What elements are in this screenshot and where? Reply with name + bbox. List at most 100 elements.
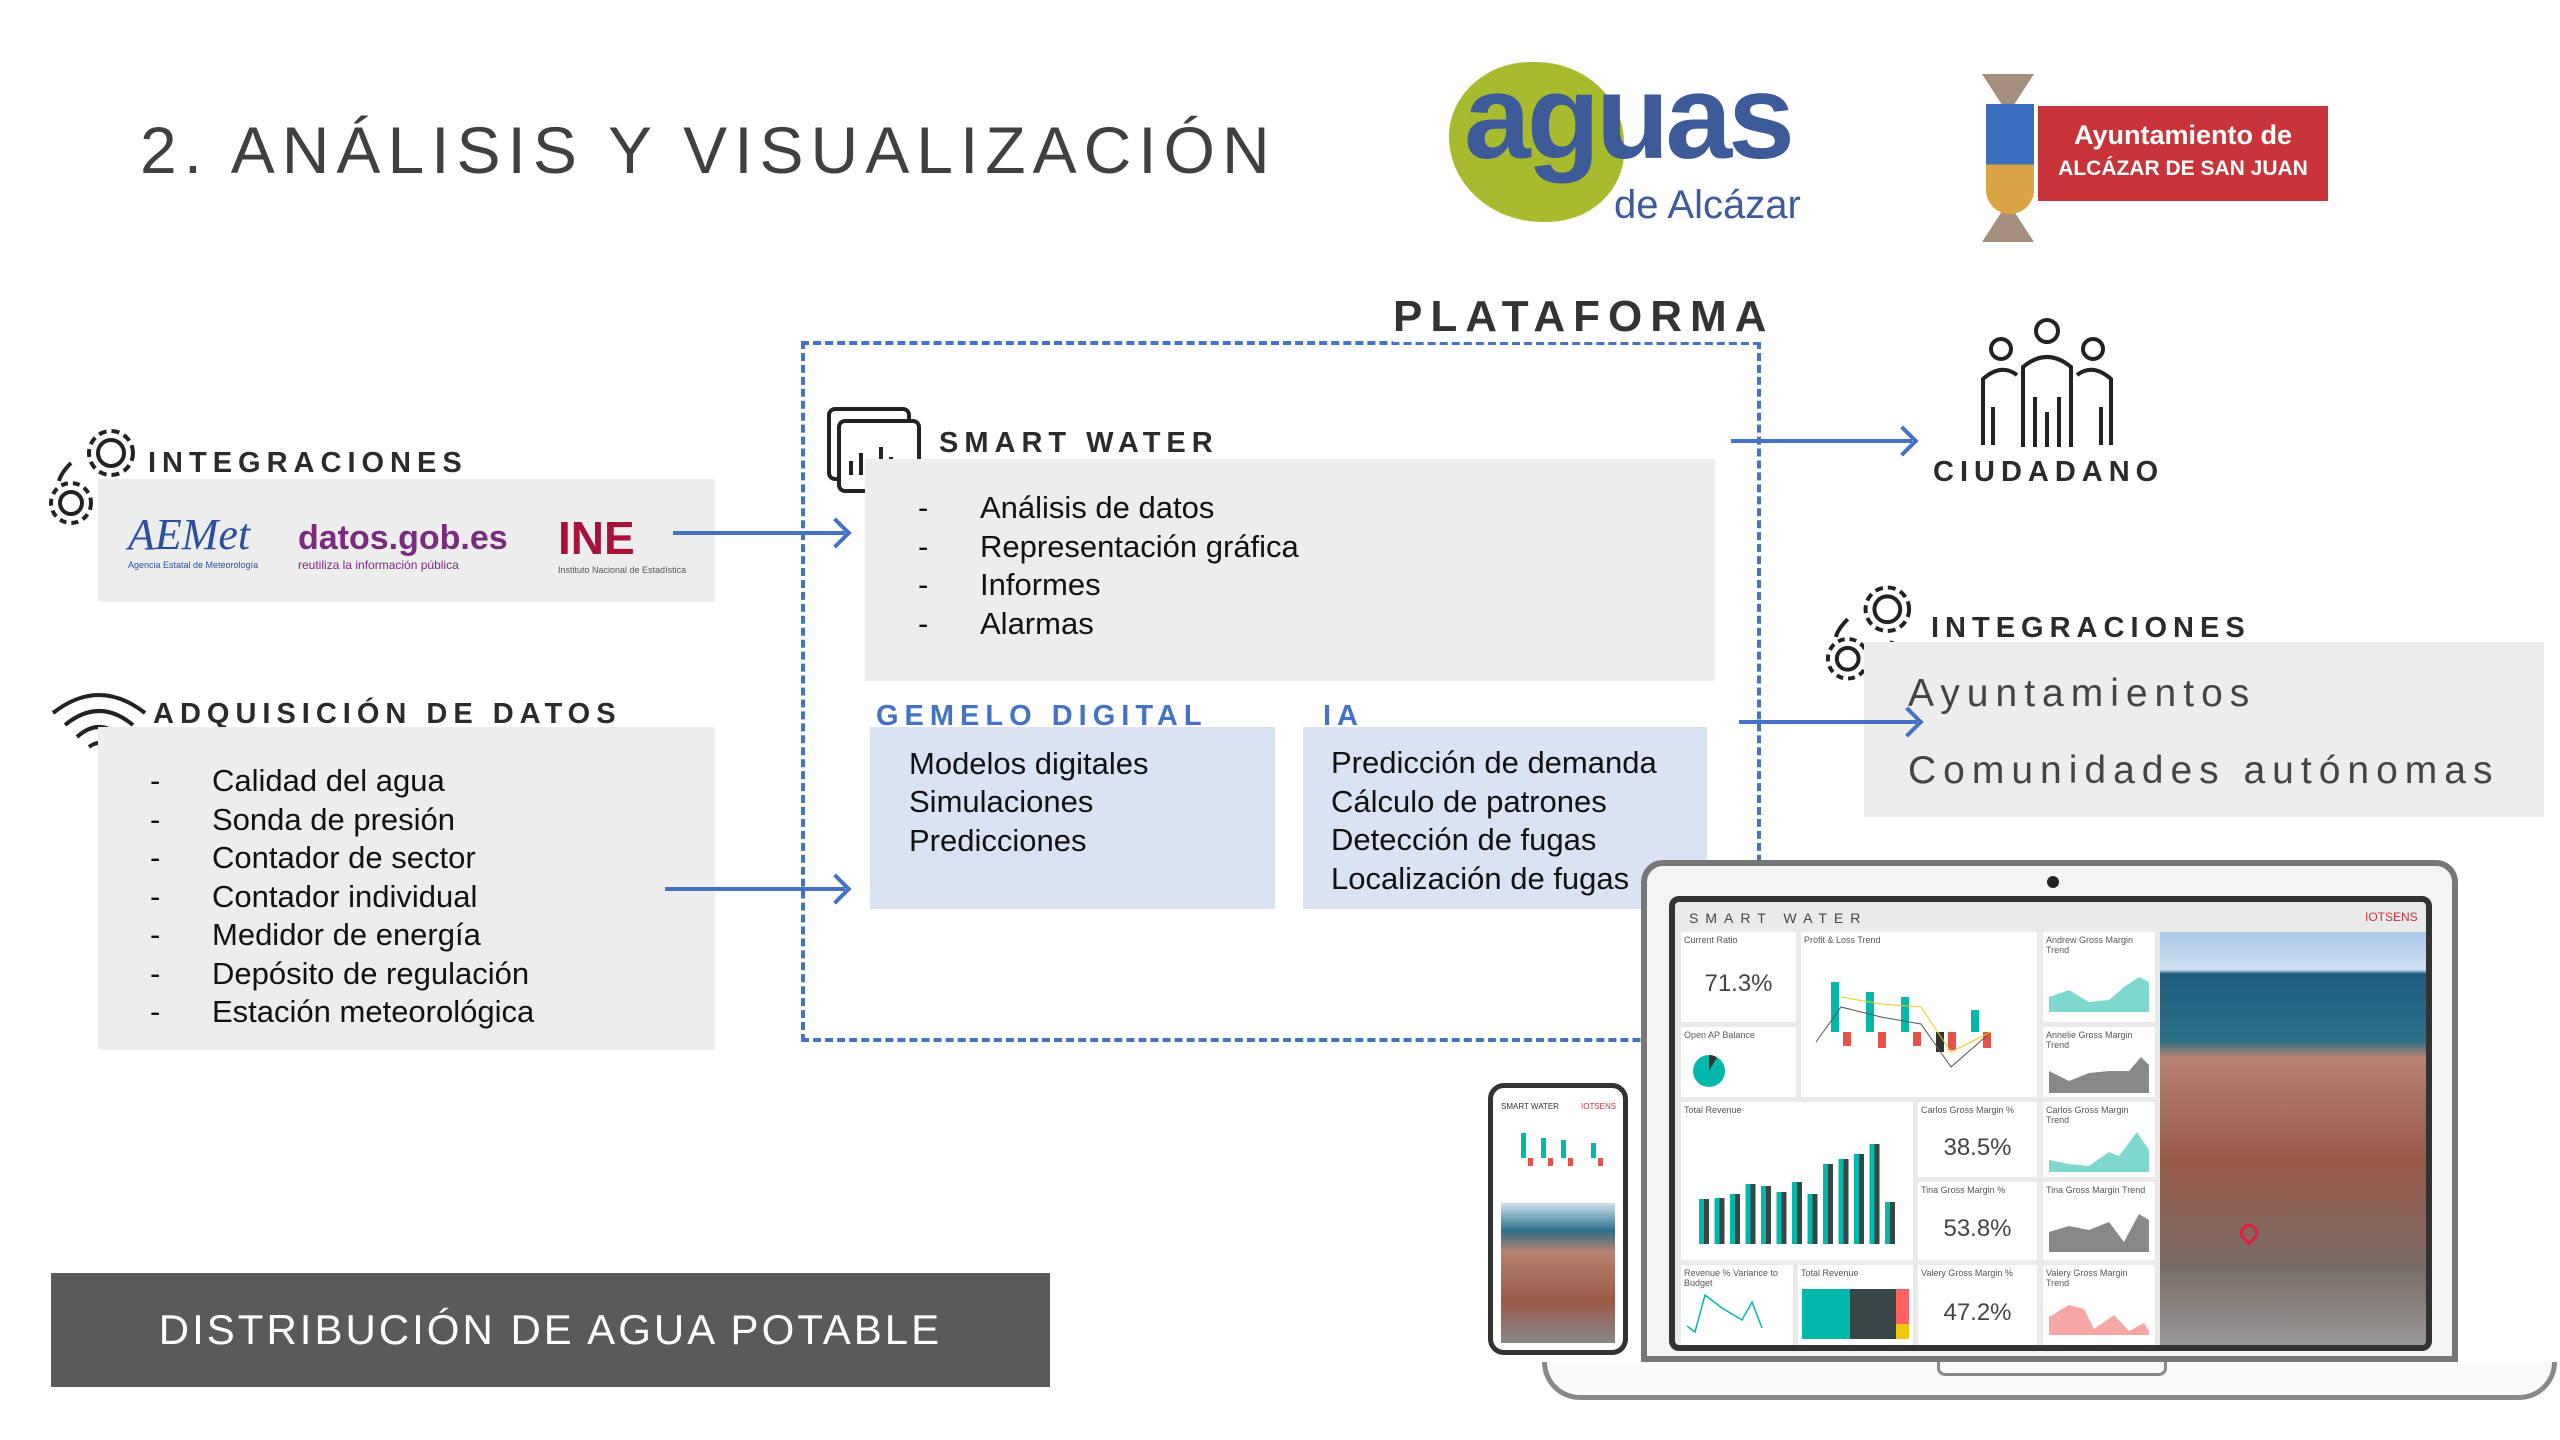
arrow-integraciones-to-platform <box>673 531 845 535</box>
datos-gob-logo: datos.gob.es reutiliza la información pú… <box>298 519 508 572</box>
revenue-bar <box>1807 1194 1813 1244</box>
integraciones-right-label: INTEGRACIONES <box>1931 612 2251 644</box>
phone-brand: IOTSENS <box>1581 1102 1617 1111</box>
list-item: Informes <box>980 567 1101 602</box>
integraciones-sources-panel: AEMet Agencia Estatal de Meteorología da… <box>98 479 715 602</box>
tile-valery-gm-trend[interactable]: Valery Gross Margin Trend <box>2043 1265 2155 1345</box>
list-item: Análisis de datos <box>980 490 1215 525</box>
revenue-bar <box>1797 1182 1802 1244</box>
revenue-chart <box>1699 1144 1895 1244</box>
list-item: Estación meteorológica <box>212 994 535 1029</box>
list-item: Depósito de regulación <box>212 956 530 991</box>
revenue-bar <box>1766 1186 1771 1244</box>
list-item: Predicción de demanda <box>1331 745 1657 780</box>
ayuntamiento-logo: Ayuntamiento de ALCÁZAR DE SAN JUAN <box>1944 74 2374 244</box>
list-item: Alarmas <box>980 606 1094 641</box>
distribucion-banner: DISTRIBUCIÓN DE AGUA POTABLE <box>51 1273 1050 1387</box>
map-pin-icon <box>2236 1220 2262 1246</box>
tile-open-ap-balance[interactable]: Open AP Balance <box>1681 1027 1796 1097</box>
list-item: Contador de sector <box>212 840 476 875</box>
tile-andrew-gm-trend[interactable]: Andrew Gross Margin Trend <box>2043 932 2155 1022</box>
dashboard-title: SMART WATER <box>1689 910 1868 926</box>
ia-label: IA <box>1323 700 1364 732</box>
gemelo-digital-panel <box>870 727 1275 909</box>
revenue-bar <box>1885 1202 1890 1244</box>
revenue-bar <box>1828 1164 1833 1244</box>
coat-of-arms-icon <box>1986 104 2034 214</box>
tile-total-revenue[interactable]: Total Revenue <box>1681 1102 1913 1260</box>
integraciones-right-panel <box>1864 642 2544 817</box>
revenue-bar <box>1843 1159 1849 1244</box>
arrow-adquisicion-to-platform <box>665 887 845 891</box>
list-item: Simulaciones <box>909 784 1094 819</box>
citizens-icon <box>1981 318 2113 447</box>
list-item: Medidor de energía <box>212 917 481 952</box>
revenue-bar <box>1776 1192 1782 1244</box>
tile-profit-loss-trend[interactable]: Profit & Loss Trend <box>1801 932 2037 1097</box>
plataforma-label: PLATAFORMA <box>1393 292 1775 342</box>
page-title: 2. ANÁLISIS Y VISUALIZACIÓN <box>140 113 1277 187</box>
revenue-bar <box>1761 1186 1766 1244</box>
revenue-bar <box>1704 1199 1709 1244</box>
revenue-bar <box>1854 1154 1859 1244</box>
list-item: Predicciones <box>909 823 1087 858</box>
arrow-platform-to-ciudadano <box>1731 439 1912 443</box>
list-item: Representación gráfica <box>980 529 1299 564</box>
revenue-bar <box>1890 1202 1895 1244</box>
revenue-bar <box>1869 1144 1875 1244</box>
list-item: Comunidades autónomas <box>1908 749 2500 792</box>
gemelo-digital-label: GEMELO DIGITAL <box>876 700 1208 732</box>
ia-panel <box>1303 727 1707 909</box>
adquisicion-panel <box>98 727 715 1050</box>
phone-mockup: SMART WATER IOTSENS <box>1488 1083 1628 1355</box>
laptop-base <box>1542 1362 2557 1400</box>
arrow-platform-to-integraciones <box>1739 720 1917 724</box>
aemet-logo: AEMet Agencia Estatal de Meteorología <box>128 510 259 570</box>
smart-water-label: SMART WATER <box>939 427 1219 459</box>
list-item: Detección de fugas <box>1331 822 1597 857</box>
tile-annelie-gm-trend[interactable]: Annelie Gross Margin Trend <box>2043 1027 2155 1097</box>
tile-total-revenue-region[interactable]: Total Revenue <box>1798 1265 1913 1345</box>
revenue-bar <box>1874 1144 1880 1244</box>
revenue-bar <box>1719 1198 1725 1244</box>
revenue-bar <box>1823 1164 1828 1244</box>
profit-loss-chart <box>1815 982 1992 1068</box>
phone-chart <box>1521 1133 1603 1166</box>
tile-valery-gm[interactable]: Valery Gross Margin %47.2% <box>1918 1265 2037 1345</box>
list-item: Ayuntamientos <box>1908 672 2257 715</box>
list-item: Calidad del agua <box>212 763 445 798</box>
plataforma-boundary <box>801 341 1761 1042</box>
tile-carlos-gm[interactable]: Carlos Gross Margin %38.5% <box>1918 1102 2037 1177</box>
phone-city-photo <box>1501 1203 1615 1343</box>
adquisicion-label: ADQUISICIÓN DE DATOS <box>153 698 622 730</box>
revenue-bar <box>1812 1194 1818 1244</box>
revenue-bar <box>1699 1199 1704 1244</box>
revenue-bar <box>1714 1198 1720 1244</box>
iotsens-logo: IOTSENS <box>2365 910 2418 924</box>
list-item: Cálculo de patrones <box>1331 784 1607 819</box>
ine-logo: INE Instituto Nacional de Estadística <box>558 512 687 575</box>
revenue-bar <box>1838 1159 1844 1244</box>
tile-carlos-gm-trend[interactable]: Carlos Gross Margin Trend <box>2043 1102 2155 1177</box>
list-item: Modelos digitales <box>909 746 1149 781</box>
list-item: Sonda de presión <box>212 802 456 837</box>
revenue-bar <box>1745 1184 1751 1244</box>
revenue-bar <box>1781 1192 1787 1244</box>
camera-dot <box>2047 876 2059 888</box>
revenue-bar <box>1859 1154 1864 1244</box>
city-aerial-photo <box>2160 932 2426 1345</box>
integraciones-label: INTEGRACIONES <box>148 447 468 479</box>
tile-tina-gm-trend[interactable]: Tina Gross Margin Trend <box>2043 1182 2155 1260</box>
revenue-bar <box>1735 1194 1740 1244</box>
aguas-logo: aguas de Alcázar <box>1444 57 1824 232</box>
list-item: Localización de fugas <box>1331 861 1630 896</box>
tile-revenue-variance[interactable]: Revenue % Variance to Budget <box>1681 1265 1793 1345</box>
revenue-bar <box>1730 1194 1735 1244</box>
list-item: Contador individual <box>212 879 478 914</box>
tile-tina-gm[interactable]: Tina Gross Margin %53.8% <box>1918 1182 2037 1260</box>
revenue-bar <box>1750 1184 1756 1244</box>
ciudadano-label: CIUDADANO <box>1933 456 2165 488</box>
